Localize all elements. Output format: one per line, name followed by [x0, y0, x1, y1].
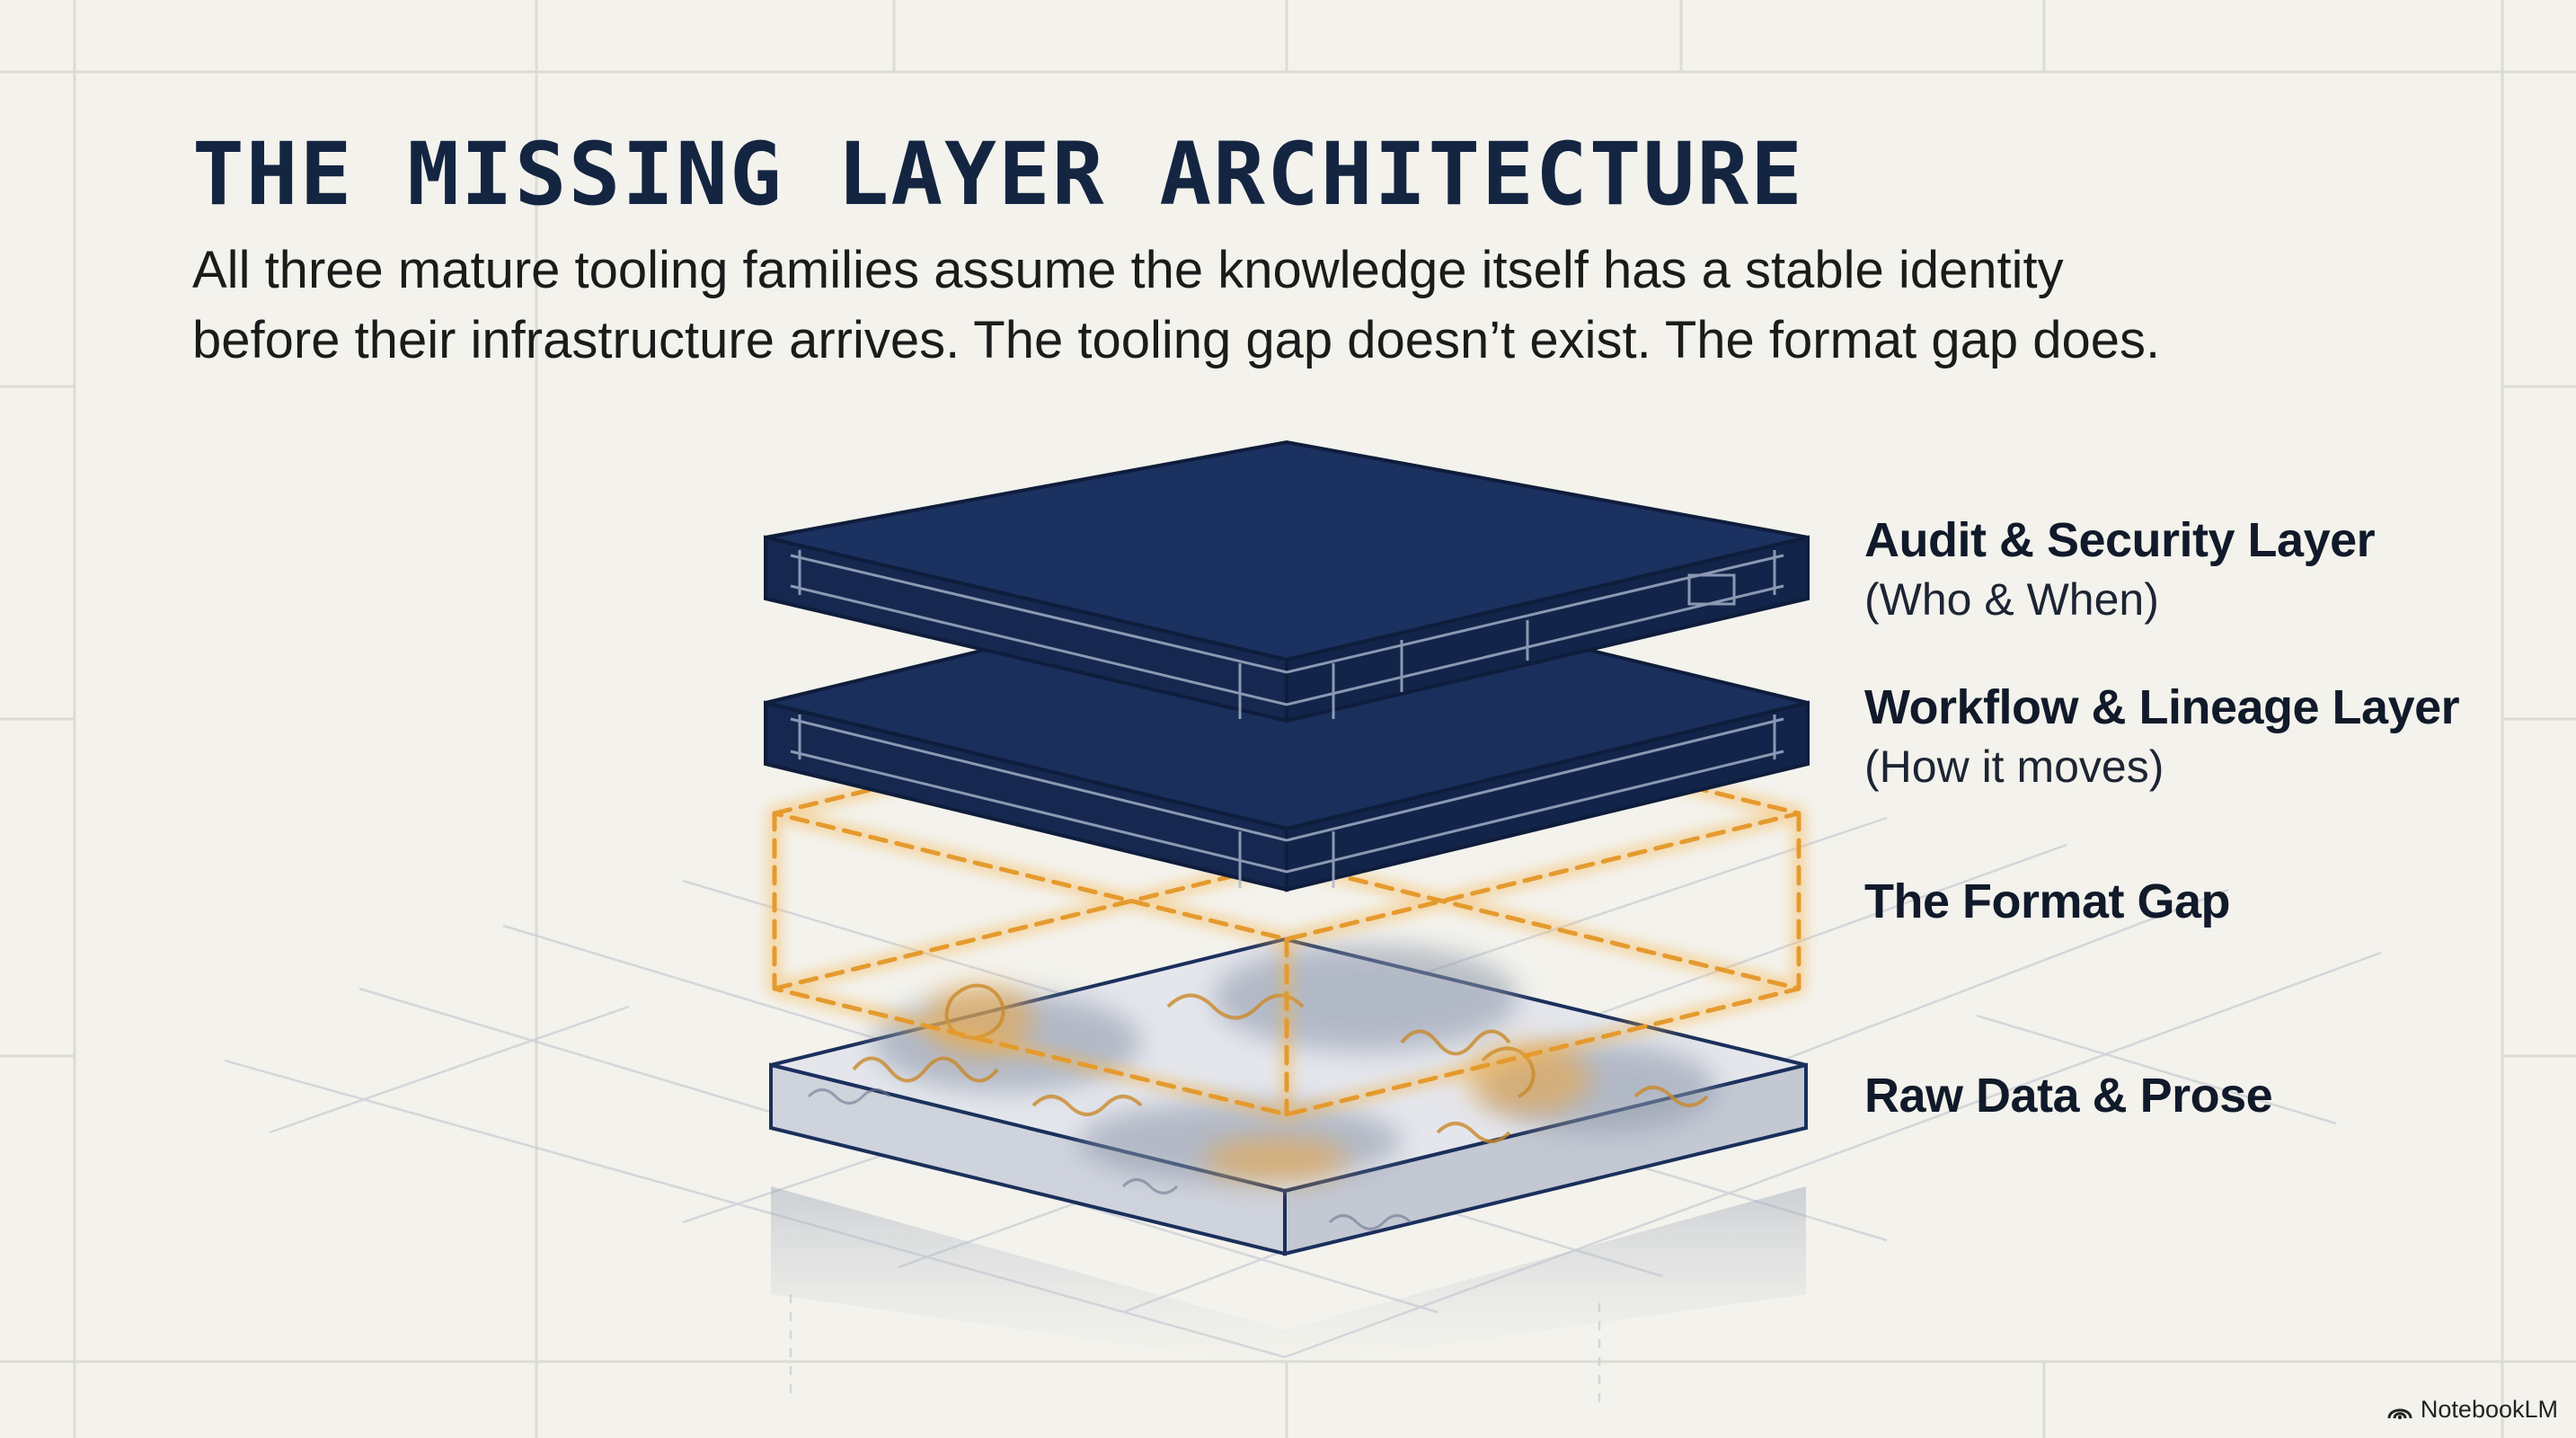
layer-name-gap: The Format Gap [1864, 874, 2231, 928]
label-workflow-lineage-layer: Workflow & Lineage Layer (How it moves) [1864, 678, 2460, 796]
layer-name-workflow: Workflow & Lineage Layer [1864, 680, 2460, 734]
brand-name: NotebookLM [2420, 1396, 2558, 1423]
notebooklm-logo-icon [2387, 1408, 2412, 1419]
notebooklm-brand: NotebookLM [2386, 1396, 2558, 1424]
label-raw-data-prose: Raw Data & Prose [1864, 1066, 2273, 1125]
label-format-gap: The Format Gap [1864, 872, 2231, 931]
slide-subtitle: All three mature tooling families assume… [192, 235, 2439, 376]
label-audit-security-layer: Audit & Security Layer (Who & When) [1864, 510, 2376, 629]
layer-name-audit: Audit & Security Layer [1864, 513, 2376, 567]
subtitle-line-2: before their infrastructure arrives. The… [192, 311, 2161, 369]
audit-security-slab [764, 439, 1810, 723]
layer-sub-audit: (Who & When) [1864, 574, 2159, 625]
layer-sub-workflow: (How it moves) [1864, 741, 2164, 792]
subtitle-line-1: All three mature tooling families assume… [192, 241, 2064, 299]
layer-name-raw: Raw Data & Prose [1864, 1069, 2273, 1123]
slide-title: THE MISSING LAYER ARCHITECTURE [192, 124, 1804, 225]
